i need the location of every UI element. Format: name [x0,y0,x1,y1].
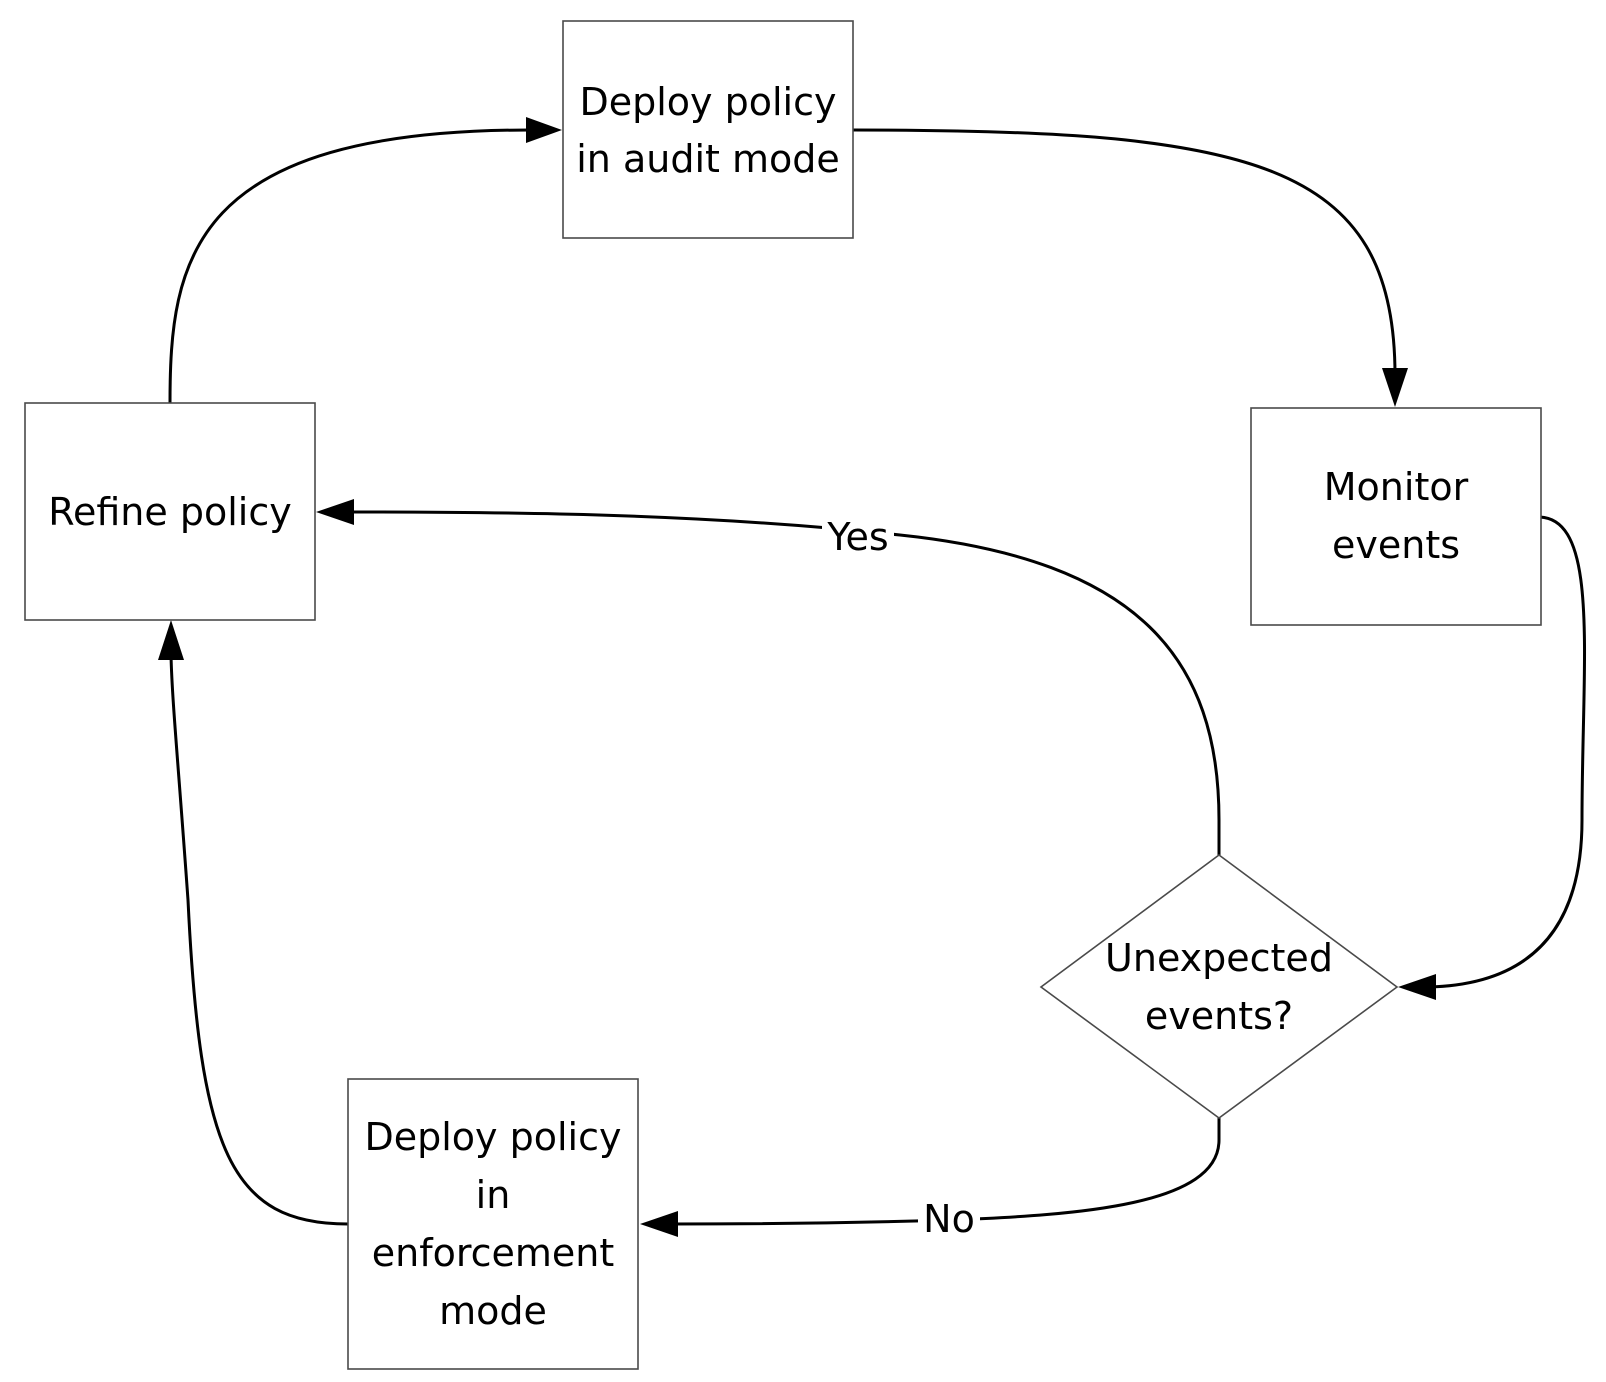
edge-monitor-to-decision [1427,515,1586,989]
edge-label-yes-text: Yes [826,515,888,559]
node-decision-line-1: Unexpected [1105,936,1333,980]
edge-refine-to-deploy-audit [168,128,531,404]
node-deploy-enforce-line-4: mode [439,1289,547,1333]
arrowhead-decision-yes-to-refine [316,499,354,525]
edge-decision-yes-to-refine [349,510,1221,855]
arrowhead-deploy-enforce-to-refine [158,620,184,660]
edge-deploy-enforce-to-refine [169,654,349,1226]
edge-label-no-text: No [923,1197,975,1241]
node-deploy-enforce: Deploy policy in enforcement mode [347,1078,639,1370]
node-deploy-enforce-line-1: Deploy policy [364,1115,621,1159]
arrowhead-refine-to-deploy-audit [526,117,562,143]
edge-deploy-audit-to-monitor [852,128,1397,376]
node-deploy-enforce-line-2: in [476,1173,511,1217]
node-refine-policy: Refine policy [24,402,316,621]
node-monitor-line-2: events [1332,523,1460,567]
node-refine-line-1: Refine policy [48,490,291,534]
node-monitor-events: Monitor events [1250,407,1542,626]
node-deploy-enforce-line-3: enforcement [372,1231,615,1275]
edge-label-yes: Yes [822,514,894,559]
arrowhead-deploy-audit-to-monitor [1382,368,1408,407]
node-deploy-audit: Deploy policy in audit mode [562,20,854,239]
node-decision-line-2: events? [1145,994,1293,1038]
node-monitor-line-1: Monitor [1324,465,1469,509]
node-deploy-audit-line-1: Deploy policy [579,80,836,124]
edge-label-no: No [918,1197,980,1241]
node-decision-unexpected-events: Unexpected events? [1039,854,1399,1119]
arrowhead-monitor-to-decision [1398,974,1436,1000]
node-deploy-audit-line-2: in audit mode [576,137,840,181]
arrowhead-decision-no-to-deploy-enforce [640,1211,678,1237]
